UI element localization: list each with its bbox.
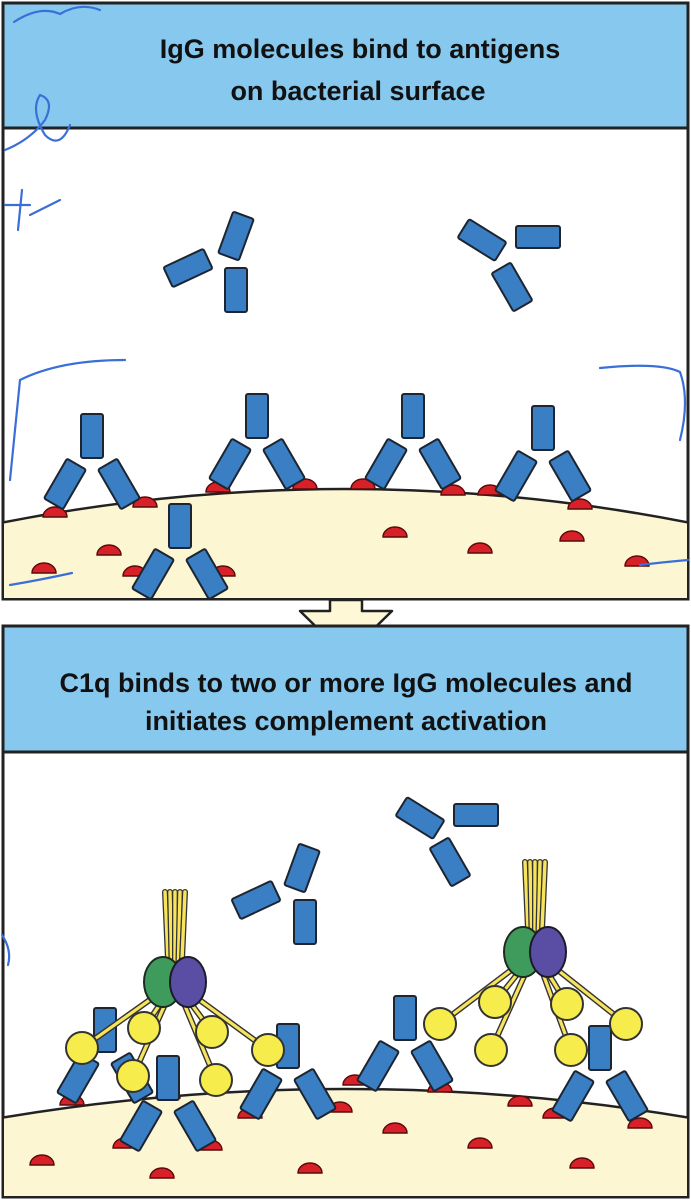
panel-1-caption-line-1: IgG molecules bind to antigens [160, 34, 561, 64]
panel-2-caption-line-1: C1q binds to two or more IgG molecules a… [59, 668, 632, 698]
antigen-p2-16 [467, 1137, 493, 1149]
c1q-complexes [65, 859, 643, 1097]
antigen-p2-7 [507, 1095, 533, 1107]
antigen-p1-10 [96, 544, 122, 556]
igg-bound-p2-5 [551, 1025, 649, 1122]
panel-1-header [1, 1, 690, 130]
scribble-right-bottom [638, 558, 690, 567]
panel-2-caption-line-2: initiates complement activation [145, 706, 547, 736]
antigen-p2-15 [382, 1122, 408, 1134]
igg-bound-p2-4 [356, 995, 454, 1092]
antigen-p1-15 [559, 530, 585, 542]
antibodies-panel-1 [43, 211, 592, 598]
panel-2-header [1, 624, 690, 754]
c1q-complex-left [65, 889, 285, 1097]
igg-free-p2-2 [395, 796, 499, 887]
scribble-top-left [12, 5, 102, 24]
antigen-p1-13 [382, 526, 408, 538]
panel-2: C1q binds to two or more IgG molecules a… [1, 624, 690, 1199]
pen-scribbles [0, 5, 690, 967]
c1q-complex-right [423, 859, 643, 1067]
igg-bound-p1-3 [364, 393, 462, 490]
antigens-panel-1 [31, 478, 650, 577]
antigen-p1-1 [42, 506, 68, 518]
antigen-p2-10 [29, 1154, 55, 1166]
igg-bound-p1-1 [43, 413, 141, 510]
igg-bound-p1-4 [494, 405, 592, 502]
antigen-p2-14 [297, 1162, 323, 1174]
antigen-p1-14 [467, 542, 493, 554]
scribble-bottom-left [8, 571, 74, 587]
panel-1: IgG molecules bind to antigens on bacter… [1, 1, 690, 601]
antigen-p2-9 [627, 1117, 653, 1129]
scribble-left-2 [3, 188, 62, 232]
bacterium-surface-2 [4, 1087, 687, 1196]
scribble-left-panel-2 [0, 933, 11, 967]
panel-1-caption-line-2: on bacterial surface [230, 76, 485, 106]
scribble-bracket-left [8, 358, 127, 482]
antigen-p1-8 [567, 498, 593, 510]
scribble-bracket-right [598, 364, 687, 442]
scribble-left-1 [3, 93, 72, 152]
antigen-p1-9 [31, 562, 57, 574]
igg-bound-p1-2 [208, 393, 306, 490]
igg-bound-p1-5 [131, 503, 229, 598]
igg-bound-p2-2 [119, 1055, 217, 1152]
igg-free-p2-1 [231, 843, 321, 945]
antigen-p2-17 [569, 1157, 595, 1169]
antigen-p2-12 [149, 1167, 175, 1179]
igg-free-p1-2 [457, 218, 561, 312]
igg-free-p1-1 [163, 211, 255, 313]
